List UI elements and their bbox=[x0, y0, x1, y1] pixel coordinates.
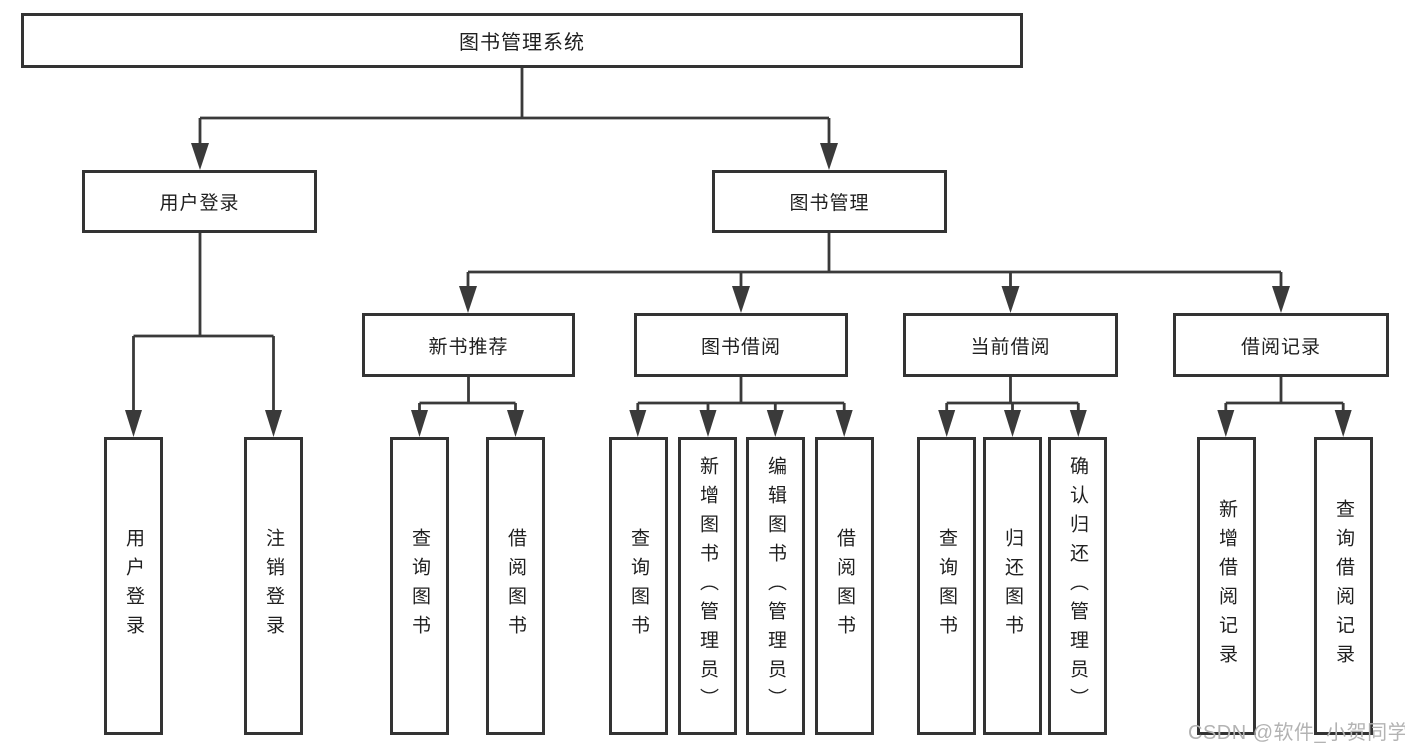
node-root-system: 图书管理系统 bbox=[21, 13, 1023, 68]
arrow-to-book-management bbox=[820, 143, 838, 170]
node-user-login: 用户登录 bbox=[82, 170, 317, 233]
leaf-confirm-return-admin: 确认归还（管理员） bbox=[1048, 437, 1107, 735]
leaf-add-borrow-record-label: 新增借阅记录 bbox=[1216, 499, 1237, 673]
arrow-to-borrowing-records bbox=[1272, 286, 1290, 313]
node-book-management: 图书管理 bbox=[712, 170, 947, 233]
csdn-watermark: CSDN @软件_小贺同学 bbox=[1188, 722, 1405, 744]
leaf-query-books-2: 查询图书 bbox=[609, 437, 668, 735]
node-new-book-recommend: 新书推荐 bbox=[362, 313, 575, 377]
arrowheads bbox=[125, 143, 1352, 437]
arrow-to-leaf-add-books bbox=[699, 410, 717, 437]
arrow-to-leaf-query-books-2 bbox=[629, 410, 647, 437]
leaf-logout: 注销登录 bbox=[244, 437, 303, 735]
leaf-add-books-admin-label: 新增图书（管理员） bbox=[697, 455, 718, 717]
leaf-borrow-books-1: 借阅图书 bbox=[486, 437, 545, 735]
arrow-to-leaf-confirm-return bbox=[1069, 410, 1087, 437]
arrow-to-leaf-borrow-books-1 bbox=[507, 410, 524, 437]
arrow-to-leaf-return-books bbox=[1004, 410, 1021, 437]
leaf-query-borrow-record: 查询借阅记录 bbox=[1314, 437, 1373, 735]
leaf-borrow-books-1-label: 借阅图书 bbox=[505, 528, 526, 644]
leaf-return-books: 归还图书 bbox=[983, 437, 1042, 735]
leaf-add-books-admin: 新增图书（管理员） bbox=[678, 437, 737, 735]
connector-user-login-to-leaves bbox=[132, 233, 275, 411]
arrow-to-leaf-add-record bbox=[1217, 410, 1235, 437]
leaf-add-borrow-record: 新增借阅记录 bbox=[1197, 437, 1256, 735]
connector-new-book-recommend-to-leaves bbox=[418, 377, 517, 411]
leaf-confirm-return-admin-label: 确认归还（管理员） bbox=[1067, 455, 1088, 717]
node-book-borrowing: 图书借阅 bbox=[634, 313, 848, 377]
leaf-logout-label: 注销登录 bbox=[263, 528, 284, 644]
connector-current-borrowing-to-leaves bbox=[945, 377, 1080, 411]
arrow-to-leaf-user-login bbox=[125, 410, 142, 437]
arrow-to-current-borrowing bbox=[1001, 286, 1020, 313]
leaf-edit-books-admin: 编辑图书（管理员） bbox=[746, 437, 805, 735]
arrow-to-leaf-query-record bbox=[1334, 410, 1352, 437]
arrow-to-leaf-borrow-books-2 bbox=[835, 410, 853, 437]
arrow-to-user-login bbox=[191, 143, 209, 170]
arrow-to-leaf-query-books-1 bbox=[411, 410, 428, 437]
node-current-borrowing: 当前借阅 bbox=[903, 313, 1118, 377]
node-borrowing-records: 借阅记录 bbox=[1173, 313, 1389, 377]
connector-book-borrowing-to-leaves bbox=[636, 377, 846, 411]
leaf-query-books-1-label: 查询图书 bbox=[409, 528, 430, 644]
arrow-to-leaf-logout bbox=[265, 410, 282, 437]
leaf-query-books-2-label: 查询图书 bbox=[628, 528, 649, 644]
leaf-query-borrow-record-label: 查询借阅记录 bbox=[1333, 499, 1354, 673]
connector-book-management-to-level3 bbox=[466, 233, 1283, 287]
leaf-return-books-label: 归还图书 bbox=[1002, 528, 1023, 644]
connector-borrowing-records-to-leaves bbox=[1224, 377, 1345, 411]
leaf-borrow-books-2: 借阅图书 bbox=[815, 437, 874, 735]
leaf-edit-books-admin-label: 编辑图书（管理员） bbox=[765, 455, 786, 717]
leaf-query-books-1: 查询图书 bbox=[390, 437, 449, 735]
arrow-to-leaf-edit-books bbox=[766, 410, 784, 437]
leaf-user-login-label: 用户登录 bbox=[123, 528, 144, 644]
leaf-query-books-3-label: 查询图书 bbox=[936, 528, 957, 644]
arrow-to-leaf-query-books-3 bbox=[938, 410, 956, 437]
leaf-query-books-3: 查询图书 bbox=[917, 437, 976, 735]
arrow-to-book-borrowing bbox=[732, 286, 750, 313]
connector-root-to-level2 bbox=[198, 68, 831, 144]
leaf-borrow-books-2-label: 借阅图书 bbox=[834, 528, 855, 644]
leaf-user-login: 用户登录 bbox=[104, 437, 163, 735]
arrow-to-new-book-recommend bbox=[459, 286, 477, 313]
